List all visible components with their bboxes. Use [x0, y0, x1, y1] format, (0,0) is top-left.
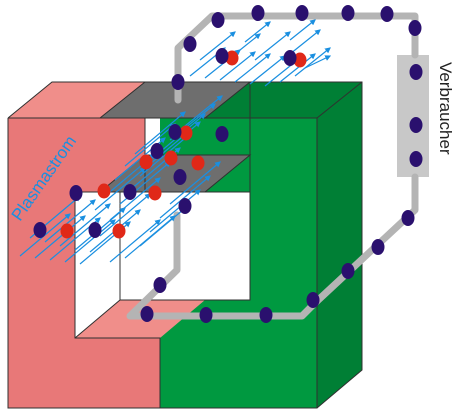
ion-dot — [112, 223, 126, 239]
electron-dot — [371, 239, 385, 255]
electron-dot — [199, 307, 213, 323]
electron-dot — [306, 292, 320, 308]
electron-dot — [409, 64, 423, 80]
flow-arrow — [179, 95, 223, 131]
flow-arrow — [199, 31, 236, 61]
electron-dot — [69, 185, 83, 201]
electron-dot — [401, 210, 415, 226]
electron-dot — [295, 5, 309, 21]
flow-arrow — [254, 31, 291, 61]
flow-arrow — [279, 53, 316, 83]
electron-dot — [283, 50, 297, 66]
electron-dot — [380, 6, 394, 22]
flow-arrow — [219, 51, 256, 81]
electron-dot — [88, 222, 102, 238]
ion-dot — [225, 50, 239, 66]
flow-arrow — [109, 219, 161, 263]
electron-dot — [408, 20, 422, 36]
flow-arrow — [44, 199, 96, 243]
flow-arrow — [244, 21, 271, 43]
flow-arrow — [249, 55, 286, 85]
electron-dot — [215, 126, 229, 142]
electron-dot — [183, 36, 197, 52]
circuit-wire-return — [126, 173, 419, 320]
ion-dot — [148, 185, 162, 201]
load-label: Verbraucher — [436, 62, 455, 155]
flow-arrow — [99, 193, 151, 237]
electron-dot — [341, 5, 355, 21]
flow-arrow — [289, 19, 316, 41]
flow-arrow — [124, 123, 176, 167]
ion-dot — [191, 155, 205, 171]
electron-dot — [33, 222, 47, 238]
flow-arrow — [149, 189, 201, 233]
electron-dot — [215, 48, 229, 64]
electron-dot — [150, 143, 164, 159]
electron-dot — [171, 74, 185, 90]
electron-dot — [409, 117, 423, 133]
electron-group — [33, 5, 423, 323]
electron-dot — [178, 198, 192, 214]
ion-dot — [179, 125, 193, 141]
flow-arrow — [294, 47, 331, 77]
flow-arrow — [109, 177, 161, 221]
ion-dot — [293, 52, 307, 68]
electron-dot — [211, 12, 225, 28]
flow-arrow — [169, 161, 221, 205]
ion-dot — [60, 223, 74, 239]
magnet-outlines — [7, 81, 363, 409]
electron-dot — [173, 169, 187, 185]
ion-group — [60, 50, 307, 239]
electron-dot — [341, 263, 355, 279]
flow-arrow — [59, 203, 111, 247]
electron-dot — [123, 184, 137, 200]
electron-dot — [168, 124, 182, 140]
electron-dot — [251, 5, 265, 21]
electron-dot — [259, 307, 273, 323]
flow-arrow — [134, 111, 186, 155]
flow-arrow — [159, 175, 211, 219]
flow-arrow — [94, 167, 146, 211]
electron-dot — [409, 151, 423, 167]
green-pole-side — [317, 82, 362, 408]
flow-arrow — [34, 215, 86, 259]
ion-dot — [139, 154, 153, 170]
ion-dot — [97, 183, 111, 199]
flow-arrow — [234, 53, 271, 83]
electron-dot — [153, 277, 167, 293]
electron-dot — [140, 306, 154, 322]
ion-dot — [164, 150, 178, 166]
flow-arrow — [304, 55, 332, 69]
flow-arrow — [64, 219, 116, 263]
